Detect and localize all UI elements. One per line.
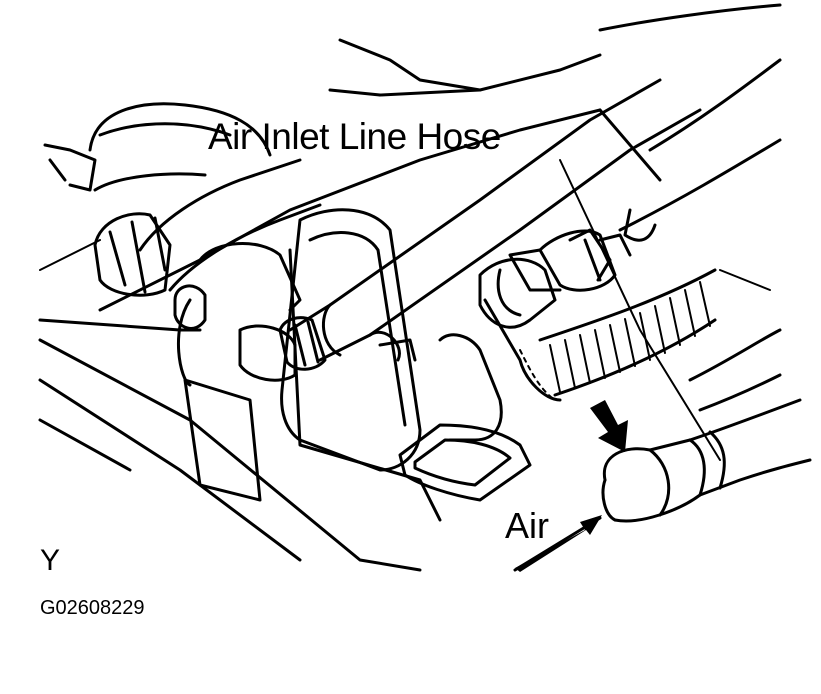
air-nozzle bbox=[601, 398, 812, 523]
throttle-body bbox=[398, 298, 562, 502]
upper-right-hoses bbox=[559, 3, 782, 461]
hose-label: Air Inlet Line Hose bbox=[208, 116, 501, 157]
corrugated-hose bbox=[519, 268, 717, 401]
air-label: Air bbox=[505, 505, 549, 546]
engine-block bbox=[38, 38, 771, 572]
view-label: Y bbox=[40, 544, 61, 577]
sensor-fitting bbox=[478, 228, 632, 329]
manifold-plate bbox=[280, 208, 442, 522]
down-arrow-icon bbox=[590, 400, 628, 452]
left-pipe bbox=[93, 158, 322, 297]
valve-cap bbox=[43, 102, 272, 192]
air-inlet-line-hose bbox=[278, 78, 702, 371]
air-arrow-icon bbox=[513, 515, 602, 572]
figure-code: G02608229 bbox=[40, 597, 145, 619]
manifold-port-left bbox=[173, 242, 302, 502]
